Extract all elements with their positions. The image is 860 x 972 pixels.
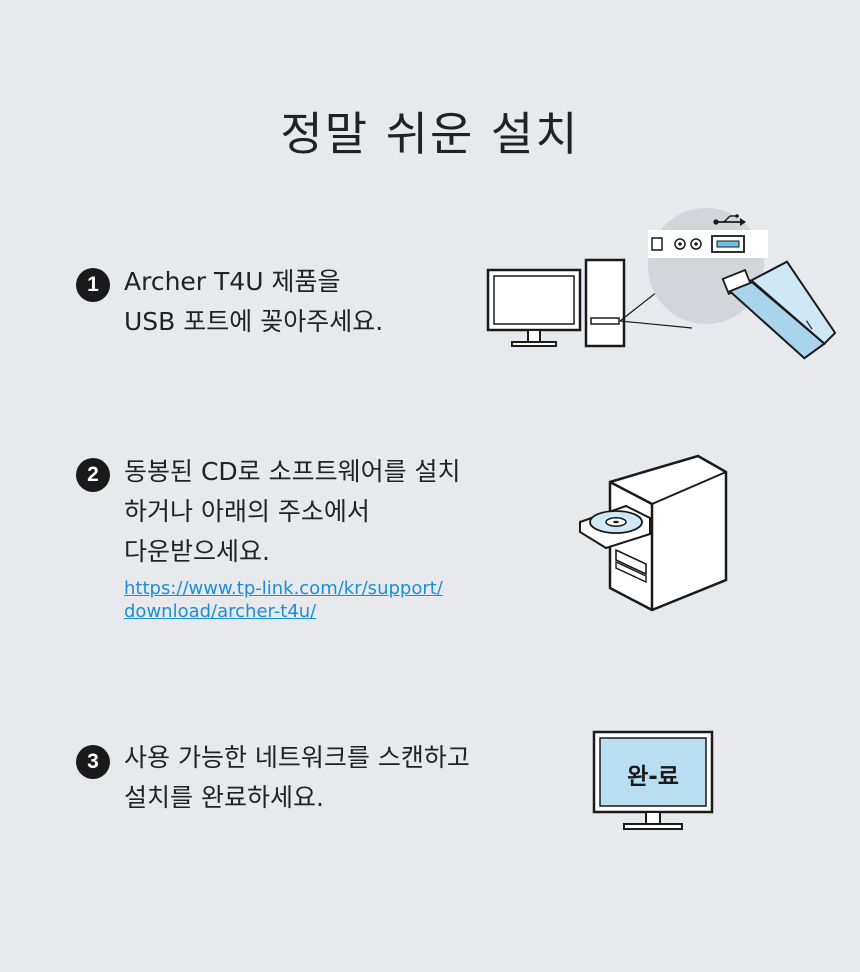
step-3-text: 사용 가능한 네트워크를 스캔하고 설치를 완료하세요. <box>124 738 470 818</box>
step-2-line-2: 하거나 아래의 주소에서 <box>124 497 370 526</box>
step-number-badge: 2 <box>76 458 110 492</box>
step-3-line-2: 설치를 완료하세요. <box>124 783 324 812</box>
monitor-complete-icon: 완-료 <box>592 730 714 830</box>
page-title: 정말 쉬운 설치 <box>280 107 580 161</box>
step-1-line-1: Archer T4U 제품을 <box>124 267 341 296</box>
step-1-line-2: USB 포트에 꽂아주세요. <box>124 307 384 336</box>
download-link[interactable]: https://www.tp-link.com/kr/support/ down… <box>124 577 443 623</box>
step-2-text: 동봉된 CD로 소프트웨어를 설치 하거나 아래의 주소에서 다운받으세요. <box>124 452 461 572</box>
step-2-line-3: 다운받으세요. <box>124 537 270 566</box>
step-number-badge: 1 <box>76 268 110 302</box>
download-link-line-1[interactable]: https://www.tp-link.com/kr/support/ <box>124 578 443 599</box>
screen-complete-text: 완-료 <box>627 764 679 790</box>
download-link-line-2[interactable]: download/archer-t4u/ <box>124 601 317 622</box>
step-2-line-1: 동봉된 CD로 소프트웨어를 설치 <box>124 457 461 486</box>
step-3-line-1: 사용 가능한 네트워크를 스캔하고 <box>124 743 470 772</box>
step-number-badge: 3 <box>76 745 110 779</box>
pc-usb-adapter-icon <box>486 208 837 360</box>
cd-tower-icon <box>579 454 728 612</box>
step-1-text: Archer T4U 제품을 USB 포트에 꽂아주세요. <box>124 262 383 342</box>
